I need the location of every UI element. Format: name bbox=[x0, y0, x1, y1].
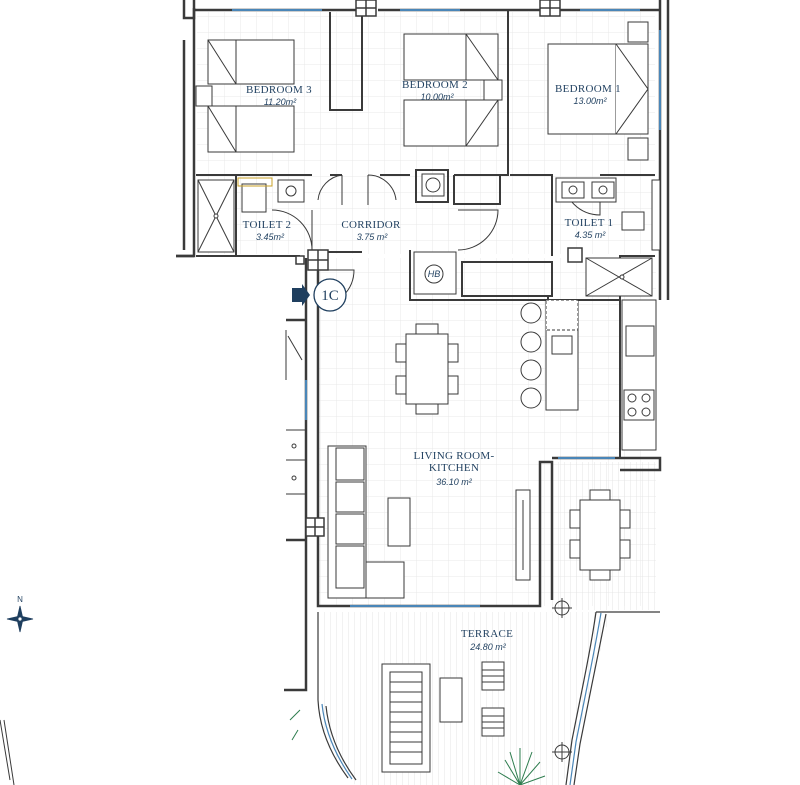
interior-walls bbox=[196, 10, 655, 458]
room-name-bedroom-3: BEDROOM 3 bbox=[246, 84, 312, 96]
survey-markers bbox=[552, 598, 572, 762]
plant-icon bbox=[289, 709, 546, 785]
room-name-toilet-1: TOILET 1 bbox=[565, 217, 614, 229]
bedroom-3-furniture bbox=[195, 39, 295, 153]
hob-label: HB bbox=[428, 269, 441, 279]
toilet-1-fixtures bbox=[555, 177, 661, 297]
dining-table bbox=[395, 323, 459, 415]
north-label: N bbox=[17, 595, 23, 604]
bedroom-1-furniture bbox=[547, 21, 649, 161]
room-area-living-room-kitchen: 36.10 m² bbox=[436, 477, 473, 487]
terrace-lounge bbox=[381, 661, 505, 773]
neighbour-outline bbox=[0, 330, 307, 785]
room-name-terrace: TERRACE bbox=[461, 628, 513, 640]
windows bbox=[232, 9, 661, 607]
terrace-railing-glass bbox=[321, 612, 602, 785]
room-area-toilet-1: 4.35 m² bbox=[575, 230, 607, 240]
columns bbox=[295, 0, 583, 537]
unit-entrance-marker bbox=[292, 278, 347, 312]
terrace-dining bbox=[569, 489, 631, 581]
corridor-fixtures bbox=[413, 173, 457, 295]
room-name-toilet-2: TOILET 2 bbox=[243, 219, 292, 231]
terrace-railing bbox=[317, 611, 660, 785]
room-name-bedroom-2: BEDROOM 2 bbox=[402, 79, 468, 91]
room-name-bedroom-1: BEDROOM 1 bbox=[555, 83, 621, 95]
room-area-bedroom-3: 11.20m² bbox=[264, 97, 297, 107]
room-area-bedroom-1: 13.00m² bbox=[573, 96, 607, 106]
room-area-toilet-2: 3.45m² bbox=[256, 232, 285, 242]
kitchen-fixtures bbox=[520, 299, 657, 451]
room-name-kitchen: KITCHEN bbox=[429, 462, 479, 474]
unit-label: 1C bbox=[321, 288, 339, 304]
room-labels: BEDROOM 3 11.20m² BEDROOM 2 10.00m² BEDR… bbox=[243, 79, 621, 652]
room-area-terrace: 24.80 m² bbox=[469, 642, 507, 652]
room-name-corridor: CORRIDOR bbox=[341, 219, 401, 231]
room-area-bedroom-2: 10.00m² bbox=[420, 92, 454, 102]
room-name-living-room: LIVING ROOM- bbox=[414, 450, 495, 462]
bedroom-2-furniture bbox=[403, 33, 503, 147]
north-arrow-icon bbox=[6, 605, 34, 633]
toilet-2-fixtures bbox=[197, 177, 305, 253]
room-area-corridor: 3.75 m² bbox=[357, 232, 389, 242]
sofa bbox=[327, 445, 531, 599]
